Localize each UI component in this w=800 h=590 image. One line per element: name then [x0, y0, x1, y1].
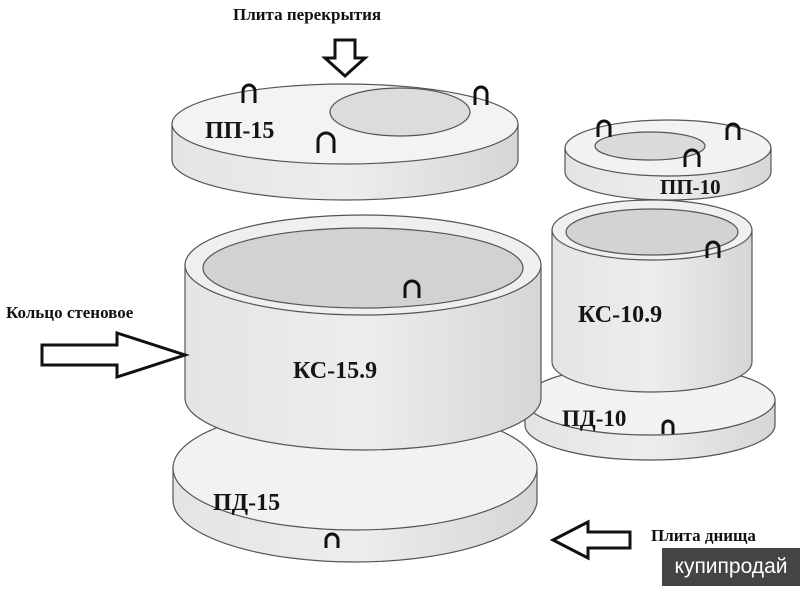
- label-ks109: КС-10.9: [578, 302, 662, 328]
- label-pp15: ПП-15: [205, 118, 274, 144]
- cover-slab-pp15: [171, 83, 519, 201]
- label-ks159: КС-15.9: [293, 358, 377, 384]
- arrow-down-icon: [321, 38, 369, 79]
- label-pp10: ПП-10: [660, 175, 721, 199]
- watermark: купипродай: [662, 548, 800, 586]
- cover-slab-pp10: [564, 119, 772, 201]
- callout-wall-ring: Кольцо стеновое: [6, 303, 134, 322]
- label-pd15: ПД-15: [213, 490, 280, 516]
- arrow-left-icon: [549, 519, 632, 561]
- wall-ring-ks159: [184, 214, 542, 451]
- callout-top-slab: Плита перекрытия: [233, 5, 381, 24]
- arrow-right-icon: [40, 330, 190, 380]
- label-pd10: ПД-10: [562, 406, 626, 431]
- lifting-loop-icons: [241, 83, 741, 548]
- callout-bottom-slab: Плита днища: [651, 526, 756, 545]
- wall-ring-ks109: [551, 199, 753, 393]
